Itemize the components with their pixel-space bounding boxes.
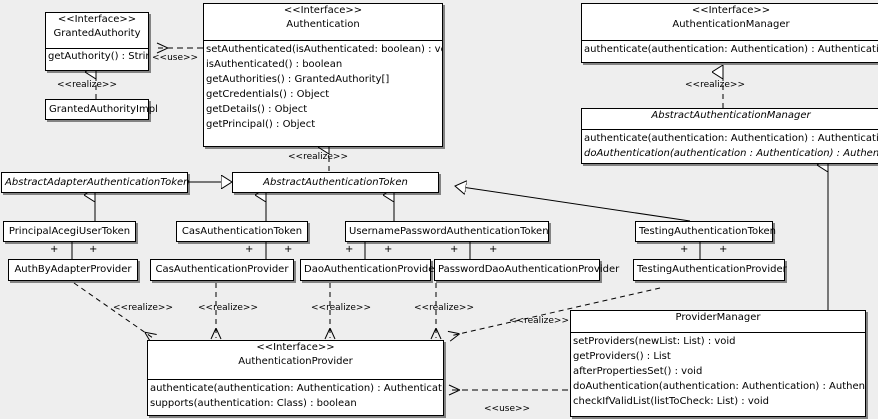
class-cas-authentication-provider[interactable]: CasAuthenticationProvider [150,259,294,281]
multiplicity-marker: + [245,244,254,255]
multiplicity-marker: + [680,244,689,255]
class-name: AuthByAdapterProvider [14,264,132,275]
class-member: getAuthority() : String [48,51,148,62]
class-name: AuthenticationManager [672,19,790,30]
edge-label-realize-providermanager: <<realize>> [509,316,569,326]
class-member: doAuthentication(authentication : Authen… [584,148,878,159]
class-member: getCredentials() : Object [206,89,330,100]
class-name: TestingAuthenticationProvider [637,264,787,275]
class-member: doAuthentication(authentication: Authent… [573,381,865,392]
class-cas-authentication-token[interactable]: CasAuthenticationToken [176,221,308,242]
class-name: PasswordDaoAuthenticationProvider [438,264,620,275]
class-granted-authority-impl[interactable]: GrantedAuthorityImpl [45,99,158,120]
class-username-password-authentication-token[interactable]: UsernamePasswordAuthenticationToken [345,221,549,242]
class-member: isAuthenticated() : boolean [206,59,343,70]
class-dao-authentication-provider[interactable]: DaoAuthenticationProvider [300,259,439,281]
multiplicity-marker: + [384,244,393,255]
class-member: getDetails() : Object [206,104,308,115]
class-name: GrantedAuthorityImpl [49,104,158,115]
class-name: AbstractAuthenticationManager [651,110,811,121]
multiplicity-marker: + [50,244,59,255]
multiplicity-marker: + [719,244,728,255]
class-name: Authentication [286,19,360,30]
class-name: GrantedAuthority [53,28,141,39]
class-granted-authority[interactable]: <<Interface>> GrantedAuthority getAuthor… [45,12,149,71]
class-name: CasAuthenticationToken [181,226,303,237]
class-testing-authentication-provider[interactable]: TestingAuthenticationProvider [633,259,787,281]
edge-label-realize-daoauthenticationprovider: <<realize>> [311,303,371,313]
multiplicity-marker: + [284,244,293,255]
class-member: authenticate(authentication: Authenticat… [584,133,878,144]
multiplicity-marker: + [345,244,354,255]
class-name: AuthenticationProvider [238,356,353,367]
class-testing-authentication-token[interactable]: TestingAuthenticationToken [635,221,777,242]
edge-generalize-testingauthenticationtoken [455,186,691,222]
class-auth-by-adapter-provider[interactable]: AuthByAdapterProvider [8,259,138,281]
class-principal-acegi-user-token[interactable]: PrincipalAcegiUserToken [3,221,136,242]
class-member: afterPropertiesSet() : void [573,366,703,377]
class-name: DaoAuthenticationProvider [304,264,439,275]
edge-label-realize-grantedauthorityimpl: <<realize>> [57,80,117,90]
class-abstract-authentication-manager[interactable]: AbstractAuthenticationManager authentica… [581,108,878,164]
class-name: ProviderManager [675,312,761,323]
edge-label-realize-passworddaoauthenticationprovider: <<realize>> [414,303,474,313]
edge-label-realize-abstractauthenticationtoken: <<realize>> [288,152,348,162]
class-member: authenticate(authentication: Authenticat… [584,44,878,55]
class-member: setAuthenticated(isAuthenticated: boolea… [206,44,442,55]
class-member: checkIfValidList(listToCheck: List) : vo… [573,396,770,407]
class-member: getPrincipal() : Object [206,119,316,130]
class-abstract-adapter-authentication-token[interactable]: AbstractAdapterAuthenticationToken [1,172,190,193]
multiplicity-marker: + [89,244,98,255]
class-name: AbstractAuthenticationToken [263,177,408,188]
class-password-dao-authentication-provider[interactable]: PasswordDaoAuthenticationProvider [434,259,620,281]
class-provider-manager[interactable]: ProviderManager setProviders(newList: Li… [570,310,866,417]
class-name: UsernamePasswordAuthenticationToken [349,226,549,237]
class-name: CasAuthenticationProvider [155,264,289,275]
class-member: authenticate(authentication: Authenticat… [150,383,443,394]
class-member: getProviders() : List [573,351,671,362]
multiplicity-marker: + [450,244,459,255]
class-member: getAuthorities() : GrantedAuthority[] [206,74,390,85]
edge-label-realize-casauthenticationprovider: <<realize>> [198,303,258,313]
class-name: TestingAuthenticationToken [639,226,777,237]
class-stereotype: <<Interface>> [691,5,771,16]
edge-label-realize-authbyadapterprovider: <<realize>> [113,303,173,313]
edge-label-use-grantedauthority: <<use>> [152,53,199,63]
class-stereotype: <<Interface>> [283,5,363,16]
class-member: supports(authentication: Class) : boolea… [150,398,357,409]
edge-label-realize-abstractauthenticationmanager: <<realize>> [685,80,745,90]
edge-label-use-providermanager: <<use>> [484,404,531,414]
class-authentication[interactable]: <<Interface>> Authentication setAuthenti… [203,3,443,147]
class-name: AbstractAdapterAuthenticationToken [5,177,190,188]
class-abstract-authentication-token[interactable]: AbstractAuthenticationToken [232,172,439,193]
class-member: setProviders(newList: List) : void [573,336,736,347]
class-stereotype: <<Interface>> [57,14,137,25]
class-authentication-provider[interactable]: <<Interface>> AuthenticationProvider aut… [147,340,444,416]
class-name: PrincipalAcegiUserToken [8,226,131,237]
class-stereotype: <<Interface>> [256,342,335,353]
multiplicity-marker: + [489,244,498,255]
class-authentication-manager[interactable]: <<Interface>> AuthenticationManager auth… [581,3,878,63]
